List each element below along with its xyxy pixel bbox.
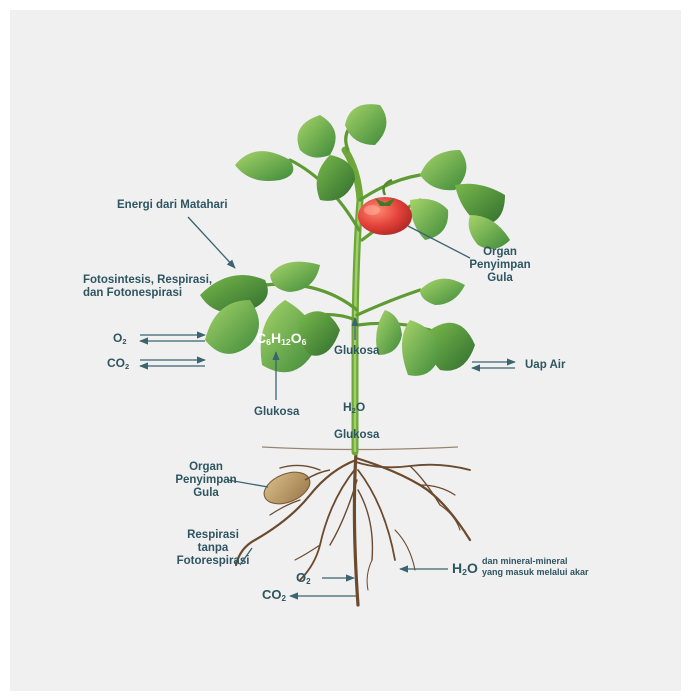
minerals-label-1: dan mineral-mineral [482,556,568,567]
water-label: H2O [343,400,365,415]
h2o-root-label: H2O [452,560,478,577]
storage-tuber [260,466,330,510]
glucose-formula: C6H12O6 [256,330,306,347]
o2-left-label: O2 [113,331,126,346]
glucose-stem-label: Glukosa [334,345,379,358]
co2-root-label: CO2 [262,587,286,603]
energy-label: Energi dari Matahari [117,199,228,212]
process-label-2: dan Fotonespirasi [83,287,182,300]
tomato-fruit [358,180,412,235]
glucose-base-label: Glukosa [334,429,379,442]
minerals-label-2: yang masuk melalui akar [482,567,589,578]
energy-arrow [188,217,235,268]
root-system [236,452,470,605]
glucose-leaf-label: Glukosa [254,406,299,419]
co2-left-label: CO2 [107,356,129,371]
leaves-left [200,262,340,373]
vapor-label: Uap Air [525,359,565,372]
o2-root-label: O2 [296,570,311,586]
process-label-1: Fotosintesis, Respirasi, [83,274,212,287]
ground-line [262,447,458,450]
